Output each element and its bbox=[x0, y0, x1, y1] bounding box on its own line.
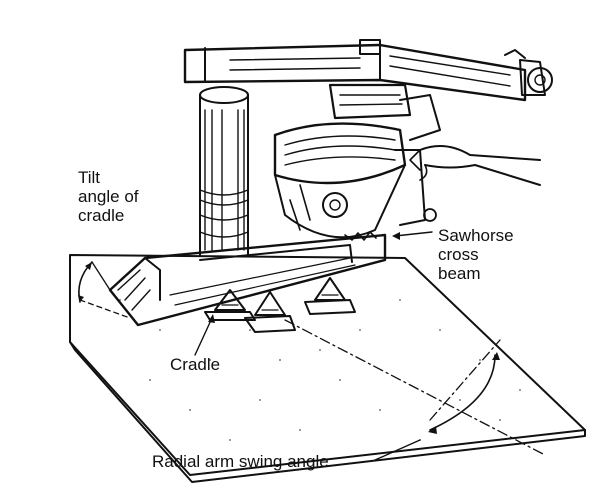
leader-lines bbox=[194, 231, 433, 356]
tilt-angle-indicator bbox=[78, 261, 131, 319]
sawhorse-label-line-2: cross bbox=[438, 245, 479, 264]
sawhorse-label-line-1: Sawhorse bbox=[438, 226, 514, 245]
cradle-supports bbox=[204, 277, 356, 333]
base-plate bbox=[69, 254, 586, 483]
sawhorse-cross-beam bbox=[108, 233, 387, 327]
radial-arm bbox=[183, 39, 553, 102]
sawhorse-label-line-3: beam bbox=[438, 264, 481, 283]
saw-column bbox=[199, 86, 249, 256]
operator-hand bbox=[409, 145, 541, 186]
swing-angle-label: Radial arm swing angle bbox=[152, 452, 329, 471]
tilt-label-line-3: cradle bbox=[78, 206, 125, 225]
saw-carriage bbox=[328, 83, 441, 141]
swing-angle-indicator bbox=[284, 319, 546, 461]
tilt-label-line-2: angle of bbox=[78, 187, 139, 206]
tilt-label-line-1: Tilt bbox=[78, 168, 101, 187]
cradle-label: Cradle bbox=[170, 355, 221, 374]
saw-motor bbox=[273, 122, 437, 241]
